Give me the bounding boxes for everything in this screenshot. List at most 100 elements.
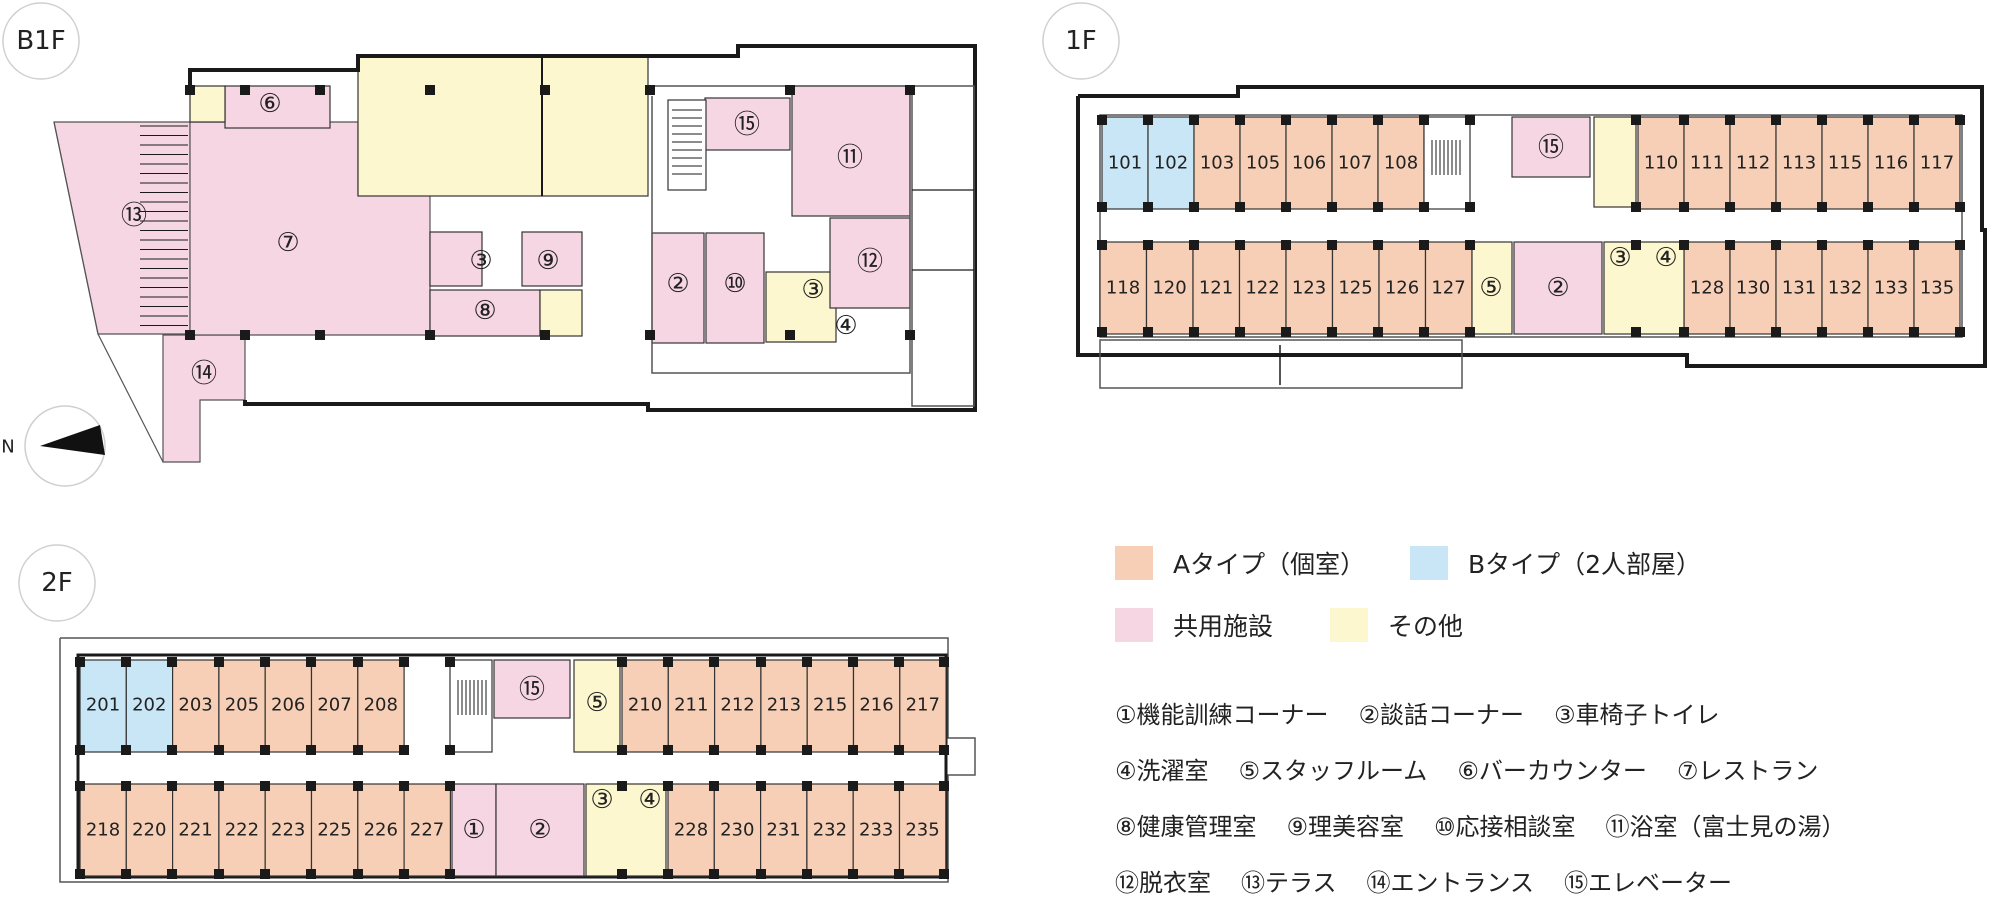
room-number: 235 bbox=[905, 820, 939, 841]
room-number: 117 bbox=[1920, 153, 1954, 174]
pillar bbox=[1281, 327, 1291, 337]
pillar bbox=[1955, 115, 1965, 125]
pillar bbox=[756, 745, 766, 755]
pillar bbox=[1771, 202, 1781, 212]
pillar bbox=[663, 781, 673, 791]
pillar bbox=[1327, 327, 1337, 337]
wc-label: ③ bbox=[1608, 243, 1631, 273]
guest-room bbox=[1331, 116, 1379, 210]
a-type-swatch bbox=[1115, 546, 1153, 580]
compass-needle bbox=[40, 425, 105, 455]
pillar bbox=[785, 330, 795, 340]
pillar bbox=[167, 745, 177, 755]
pillar bbox=[1465, 115, 1475, 125]
room-number: 202 bbox=[132, 695, 166, 716]
room-number: 212 bbox=[720, 695, 754, 716]
training-corner bbox=[451, 783, 497, 877]
room-number: 216 bbox=[859, 695, 893, 716]
room-number: 210 bbox=[628, 695, 662, 716]
entrance bbox=[162, 334, 246, 463]
pillar bbox=[1817, 202, 1827, 212]
wc-label: ③ bbox=[801, 275, 824, 305]
staff-room bbox=[1471, 241, 1513, 335]
key-row-3: ⑧健康管理室 ⑨理美容室 ⑩応接相談室 ⑪浴室（富士見の湯） bbox=[1115, 807, 1876, 842]
outer-wall bbox=[1076, 85, 1987, 368]
pillar bbox=[939, 657, 949, 667]
pillar bbox=[121, 781, 131, 791]
legend-other: その他 bbox=[1330, 607, 1463, 643]
guest-room bbox=[1378, 241, 1427, 335]
pillar bbox=[240, 85, 250, 95]
pillar bbox=[756, 781, 766, 791]
changing-label: ⑫ bbox=[857, 247, 883, 277]
floor-label: B1F bbox=[16, 26, 65, 56]
guest-room bbox=[898, 783, 947, 877]
pillar bbox=[1373, 240, 1383, 250]
floor-badge bbox=[2, 2, 80, 80]
lounge bbox=[495, 783, 585, 877]
pillar bbox=[802, 869, 812, 879]
terrace-label: ⑬ bbox=[121, 201, 147, 231]
pillar bbox=[1771, 240, 1781, 250]
pillar bbox=[1281, 115, 1291, 125]
pillar bbox=[802, 657, 812, 667]
bath-label: ⑪ bbox=[837, 143, 863, 173]
pillar bbox=[1097, 115, 1107, 125]
inner-wall bbox=[76, 653, 948, 879]
pillar bbox=[709, 869, 719, 879]
pillar bbox=[1955, 202, 1965, 212]
beauty-salon bbox=[521, 231, 583, 287]
floor-label: 1F bbox=[1065, 26, 1097, 56]
key-item: ⑩応接相談室 bbox=[1434, 813, 1576, 841]
pillar bbox=[425, 85, 435, 95]
room-number: 211 bbox=[674, 695, 708, 716]
a-type-label: Aタイプ（個室） bbox=[1173, 550, 1366, 579]
pillar bbox=[315, 85, 325, 95]
pillar bbox=[802, 781, 812, 791]
guest-room bbox=[1193, 116, 1241, 210]
room-number: 208 bbox=[364, 695, 398, 716]
room-number: 221 bbox=[178, 820, 212, 841]
other-label: その他 bbox=[1388, 612, 1464, 641]
key-item: ⑨理美容室 bbox=[1286, 813, 1405, 841]
elevator-hall bbox=[704, 97, 791, 151]
key-item: ④洗濯室 bbox=[1115, 757, 1209, 785]
pillar bbox=[1143, 327, 1153, 337]
pillar bbox=[445, 745, 455, 755]
legend-a-type: Aタイプ（個室） bbox=[1115, 545, 1365, 581]
pillar bbox=[353, 781, 363, 791]
pillar bbox=[121, 745, 131, 755]
pillar bbox=[540, 330, 550, 340]
pillar bbox=[399, 869, 409, 879]
pillar bbox=[1679, 327, 1689, 337]
guest-room bbox=[760, 659, 808, 753]
pillar bbox=[905, 330, 915, 340]
pillar bbox=[1281, 202, 1291, 212]
guest-room bbox=[1239, 116, 1287, 210]
pillar bbox=[214, 657, 224, 667]
pillar bbox=[939, 745, 949, 755]
lounge-label: ② bbox=[1546, 273, 1569, 303]
guest-room bbox=[713, 659, 762, 753]
pillar bbox=[1235, 202, 1245, 212]
room-number: 106 bbox=[1292, 153, 1326, 174]
pillar bbox=[121, 869, 131, 879]
key-item: ①機能訓練コーナー bbox=[1115, 701, 1329, 729]
guest-room bbox=[1729, 241, 1777, 335]
guest-room bbox=[1145, 241, 1194, 335]
pillar bbox=[756, 869, 766, 879]
room-number: 120 bbox=[1152, 278, 1186, 299]
room-number: 227 bbox=[410, 820, 444, 841]
pillar bbox=[939, 869, 949, 879]
north-label: N bbox=[1, 437, 14, 458]
floor-badge bbox=[18, 544, 96, 622]
guest-room bbox=[403, 783, 452, 877]
pillar bbox=[1909, 202, 1919, 212]
pillar bbox=[617, 781, 627, 791]
health-label: ⑧ bbox=[473, 296, 496, 326]
pillar bbox=[214, 781, 224, 791]
pillar bbox=[353, 657, 363, 667]
pillar bbox=[306, 869, 316, 879]
pillar bbox=[645, 85, 655, 95]
room-number: 223 bbox=[271, 820, 305, 841]
